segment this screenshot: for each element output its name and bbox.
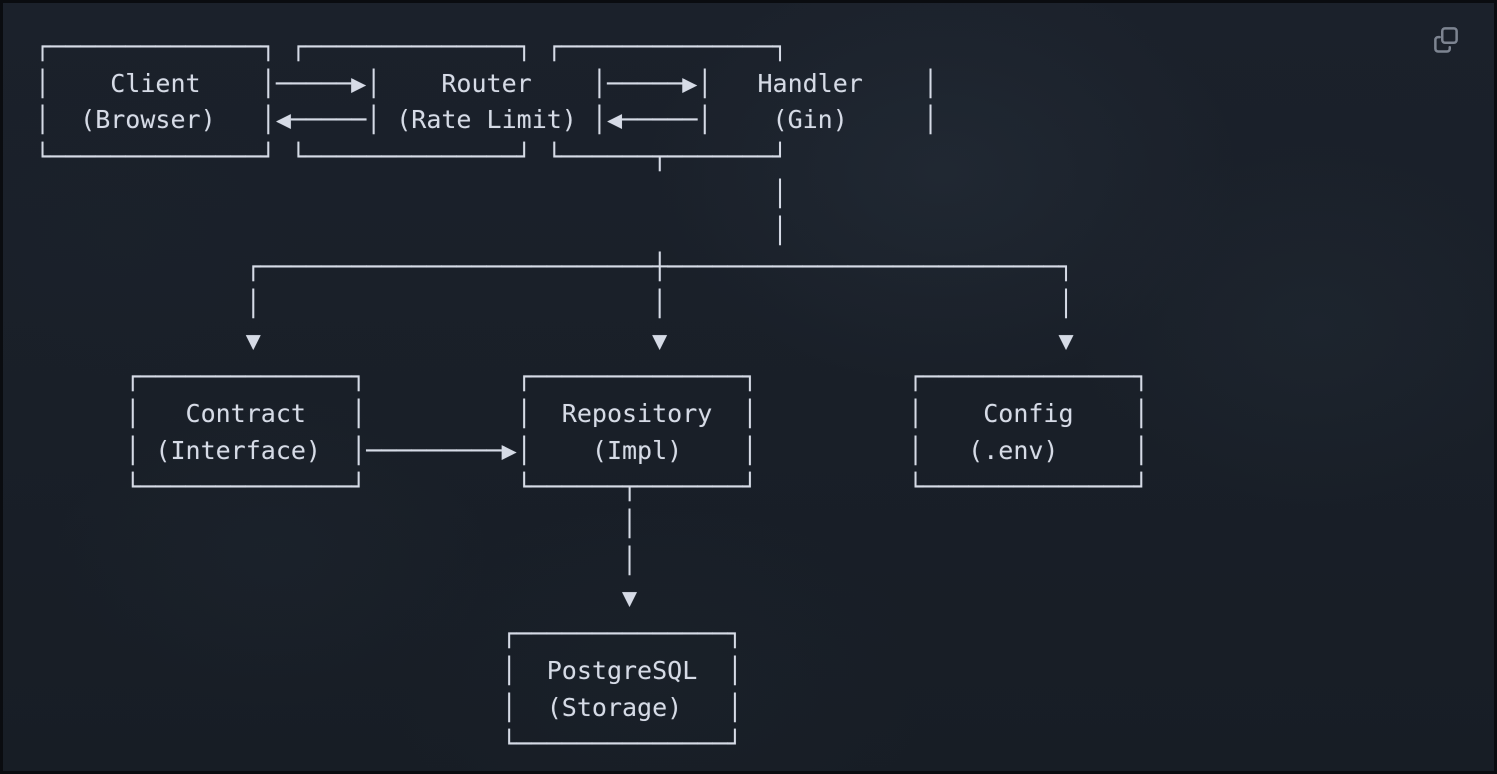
copy-icon-glyph <box>1434 27 1458 53</box>
copy-icon[interactable] <box>1431 24 1461 54</box>
diagram-canvas: ┌──────────────┐ ┌──────────────┐ ┌─────… <box>3 3 1494 771</box>
architecture-ascii-diagram: ┌──────────────┐ ┌──────────────┐ ┌─────… <box>35 32 1149 759</box>
